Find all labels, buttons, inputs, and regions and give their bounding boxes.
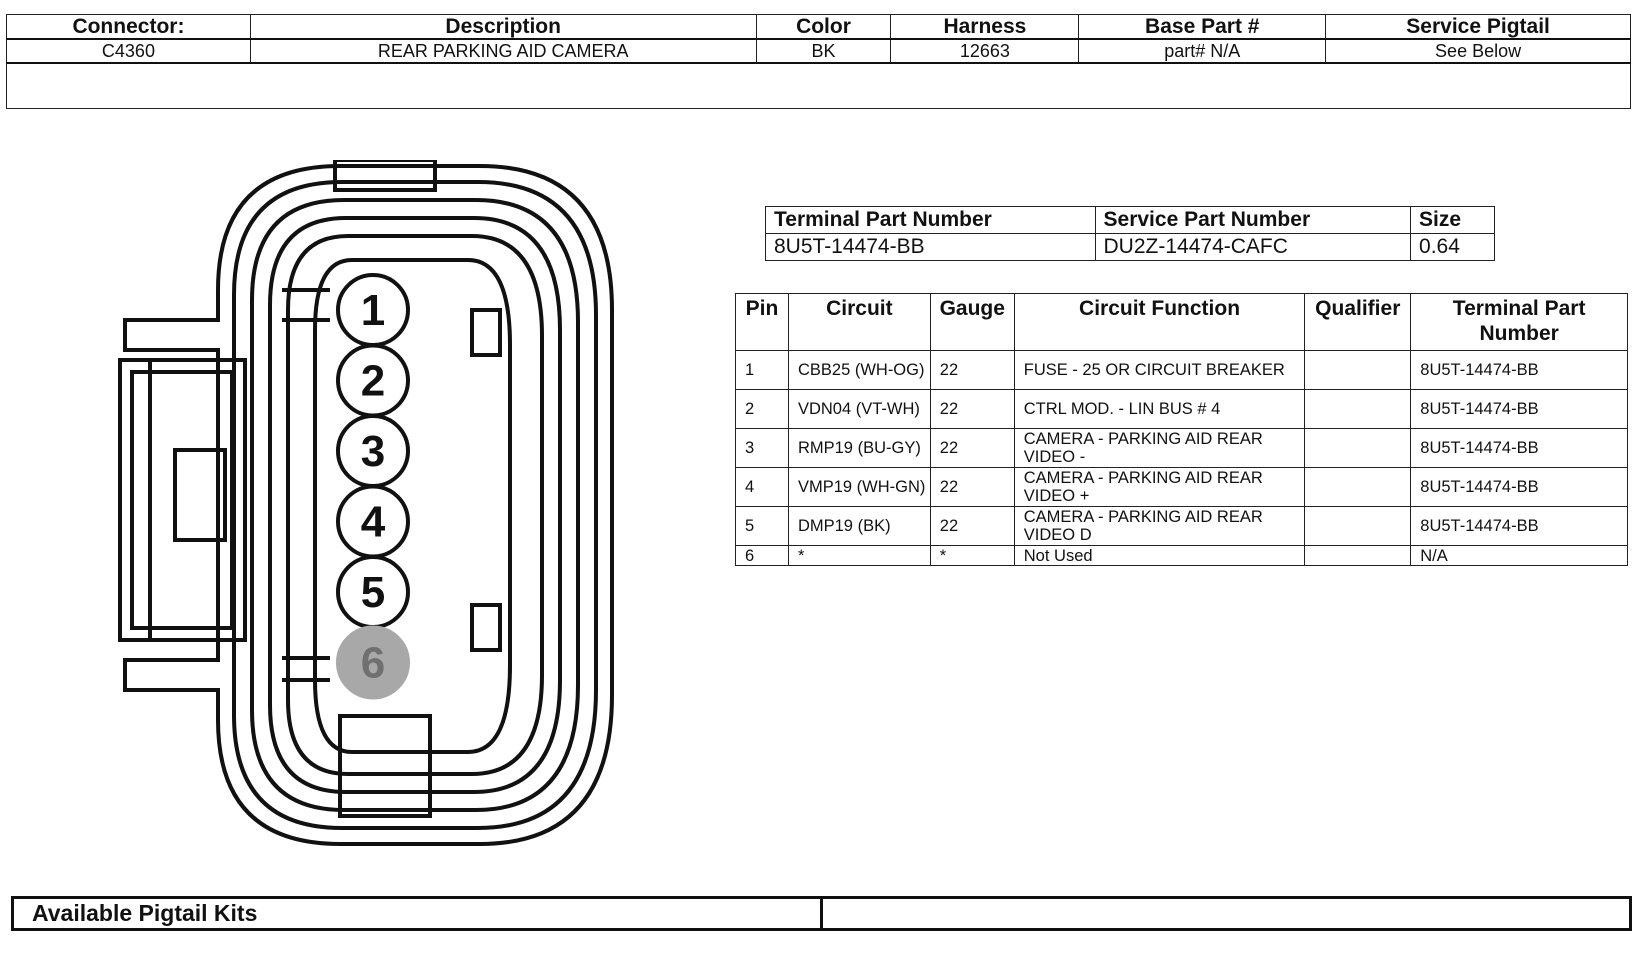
connector-table: Connector: Description Color Harness Bas…: [6, 14, 1631, 109]
circuit: *: [787, 545, 931, 566]
terminal-part-number: 8U5T-14474-BB: [765, 233, 1096, 261]
connector-color: BK: [755, 38, 892, 64]
qualifier: [1304, 428, 1412, 468]
terminal-part-number: 8U5T-14474-BB: [1410, 389, 1628, 429]
gauge: *: [929, 545, 1015, 566]
description-header: Description: [249, 14, 757, 40]
qualifier: [1304, 467, 1412, 507]
pin-number: 2: [735, 389, 789, 429]
pigtail-kits-table: Available Pigtail Kits: [11, 896, 1633, 931]
circuit-function: CTRL MOD. - LIN BUS # 4: [1013, 389, 1306, 429]
qualifier-header: Qualifier: [1304, 293, 1412, 351]
pigtail-kits-title: Available Pigtail Kits: [11, 896, 823, 931]
gauge: 22: [929, 428, 1015, 468]
terminal-table-row: 8U5T-14474-BB DU2Z-14474-CAFC 0.64: [765, 233, 1495, 261]
circuit-header: Circuit: [787, 293, 931, 351]
connector-table-header: Connector: Description Color Harness Bas…: [6, 14, 1631, 40]
pin-label: 4: [361, 498, 386, 547]
service-part-number: DU2Z-14474-CAFC: [1094, 233, 1412, 261]
terminal-size: 0.64: [1410, 233, 1495, 261]
pin-number: 6: [735, 545, 789, 566]
color-header: Color: [755, 14, 892, 40]
gauge: 22: [929, 350, 1015, 390]
circuit: CBB25 (WH-OG): [787, 350, 931, 390]
connector-face-diagram: 1 2 3 4 5 6: [118, 160, 614, 846]
pin-circle-group: 1 2 3 4 5 6: [336, 273, 410, 700]
terminal-part-number-header: Terminal Part Number: [765, 206, 1096, 234]
terminal-part-number: 8U5T-14474-BB: [1410, 506, 1628, 546]
connector-id: C4360: [6, 38, 251, 64]
circuit-function: CAMERA - PARKING AID REAR VIDEO D: [1013, 506, 1306, 546]
pin-table-header: Pin Circuit Gauge Circuit Function Quali…: [735, 293, 1628, 351]
pin-number: 5: [735, 506, 789, 546]
gauge: 22: [929, 389, 1015, 429]
terminal-part-header: Terminal Part Number: [1410, 293, 1628, 351]
connector-housing-outline: [118, 160, 614, 846]
pigtail-kits-value: [819, 896, 1633, 931]
qualifier: [1304, 389, 1412, 429]
pin-circle: [336, 625, 410, 700]
connector-service-pigtail: See Below: [1325, 38, 1631, 64]
circuit: VMP19 (WH-GN): [787, 467, 931, 507]
circuit: VDN04 (VT-WH): [787, 389, 931, 429]
circuit-function: CAMERA - PARKING AID REAR VIDEO +: [1013, 467, 1306, 507]
terminal-part-number: 8U5T-14474-BB: [1410, 350, 1628, 390]
harness-header: Harness: [890, 14, 1080, 40]
circuit: DMP19 (BK): [787, 506, 931, 546]
qualifier: [1304, 506, 1412, 546]
service-pigtail-header: Service Pigtail: [1325, 14, 1631, 40]
connector-base-part: part# N/A: [1078, 38, 1327, 64]
terminal-table: Terminal Part Number Service Part Number…: [765, 206, 1495, 261]
connector-harness: 12663: [890, 38, 1080, 64]
circuit-function: FUSE - 25 OR CIRCUIT BREAKER: [1013, 350, 1306, 390]
circuit-function-header: Circuit Function: [1013, 293, 1306, 351]
connector-table-row: C4360 REAR PARKING AID CAMERA BK 12663 p…: [6, 38, 1631, 64]
pin-header: Pin: [735, 293, 789, 351]
pin-label: 3: [361, 427, 385, 476]
terminal-table-header: Terminal Part Number Service Part Number…: [765, 206, 1495, 234]
pin-label: 5: [361, 568, 385, 617]
gauge: 22: [929, 506, 1015, 546]
connector-description: REAR PARKING AID CAMERA: [249, 38, 757, 64]
size-header: Size: [1410, 206, 1495, 234]
pin-label: 2: [361, 357, 385, 406]
connector-header: Connector:: [6, 14, 251, 40]
qualifier: [1304, 545, 1412, 566]
pin-label: 6: [361, 639, 385, 688]
terminal-part-number: 8U5T-14474-BB: [1410, 467, 1628, 507]
terminal-part-number: N/A: [1410, 545, 1628, 566]
gauge: 22: [929, 467, 1015, 507]
gauge-header: Gauge: [929, 293, 1015, 351]
pin-label: 1: [361, 286, 385, 335]
service-part-number-header: Service Part Number: [1094, 206, 1412, 234]
pin-table: Pin Circuit Gauge Circuit Function Quali…: [735, 293, 1628, 566]
circuit-function: CAMERA - PARKING AID REAR VIDEO -: [1013, 428, 1306, 468]
pigtail-kits-row: Available Pigtail Kits: [11, 896, 1633, 931]
circuit-function: Not Used: [1013, 545, 1306, 566]
pin-number: 3: [735, 428, 789, 468]
qualifier: [1304, 350, 1412, 390]
connector-notes-cell: [6, 62, 1631, 109]
base-part-header: Base Part #: [1078, 14, 1327, 40]
connector-table-blank-row: [6, 62, 1631, 109]
circuit: RMP19 (BU-GY): [787, 428, 931, 468]
pin-number: 1: [735, 350, 789, 390]
terminal-part-number: 8U5T-14474-BB: [1410, 428, 1628, 468]
pin-number: 4: [735, 467, 789, 507]
